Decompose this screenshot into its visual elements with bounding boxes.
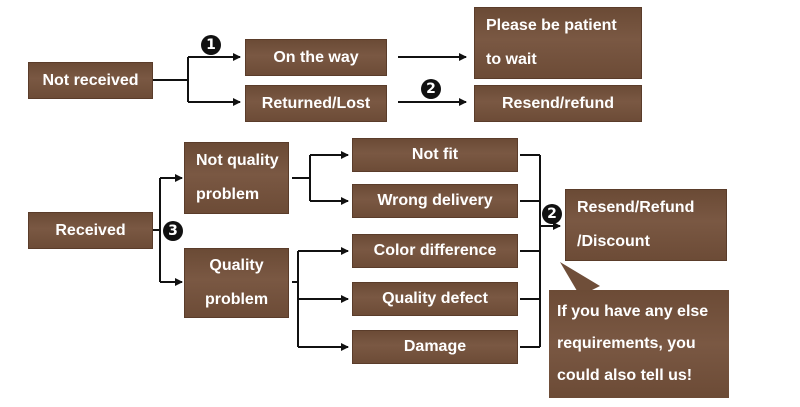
received-label: Received bbox=[55, 221, 126, 239]
color-difference-box: Color difference bbox=[352, 234, 518, 268]
resend-refund-box: Resend/refund bbox=[474, 85, 642, 122]
resend-refund-label: Resend/refund bbox=[501, 94, 614, 112]
requirements-callout: If you have any else requirements, you c… bbox=[549, 290, 729, 398]
resolution-box: Resend/Refund /Discount bbox=[565, 189, 727, 261]
callout-text: If you have any else requirements, you c… bbox=[557, 303, 709, 384]
damage-label: Damage bbox=[403, 338, 467, 355]
wrong-delivery-label: Wrong delivery bbox=[377, 192, 493, 209]
quality-problem-box: Quality problem bbox=[184, 248, 289, 318]
returned-lost-box: Returned/Lost bbox=[245, 85, 387, 122]
step-2b-badge: 2 bbox=[542, 204, 562, 224]
quality-defect-box: Quality defect bbox=[352, 282, 518, 316]
not-quality-problem-box: Not quality problem bbox=[184, 142, 289, 214]
color-difference-label: Color difference bbox=[373, 242, 497, 259]
not-fit-box: Not fit bbox=[352, 138, 518, 172]
not-fit-label: Not fit bbox=[411, 146, 459, 163]
quality-defect-label: Quality defect bbox=[382, 290, 488, 307]
damage-box: Damage bbox=[352, 330, 518, 364]
callout-pointer bbox=[560, 262, 600, 296]
please-wait-box: Please be patient to wait bbox=[474, 7, 642, 79]
wrong-delivery-box: Wrong delivery bbox=[352, 184, 518, 218]
not-received-label: Not received bbox=[42, 71, 139, 89]
on-the-way-label: On the way bbox=[273, 48, 359, 66]
not-received-box: Not received bbox=[28, 62, 153, 99]
returned-lost-label: Returned/Lost bbox=[261, 94, 371, 112]
step-1-badge: 1 bbox=[201, 35, 221, 55]
not-quality-problem-label: Not quality problem bbox=[196, 152, 279, 203]
resolution-label: Resend/Refund /Discount bbox=[577, 199, 695, 250]
please-wait-label: Please be patient to wait bbox=[486, 17, 617, 68]
quality-problem-label: Quality problem bbox=[204, 257, 269, 308]
step-2-badge: 2 bbox=[421, 79, 441, 99]
received-box: Received bbox=[28, 212, 153, 249]
step-3-badge: 3 bbox=[163, 221, 183, 241]
on-the-way-box: On the way bbox=[245, 39, 387, 76]
